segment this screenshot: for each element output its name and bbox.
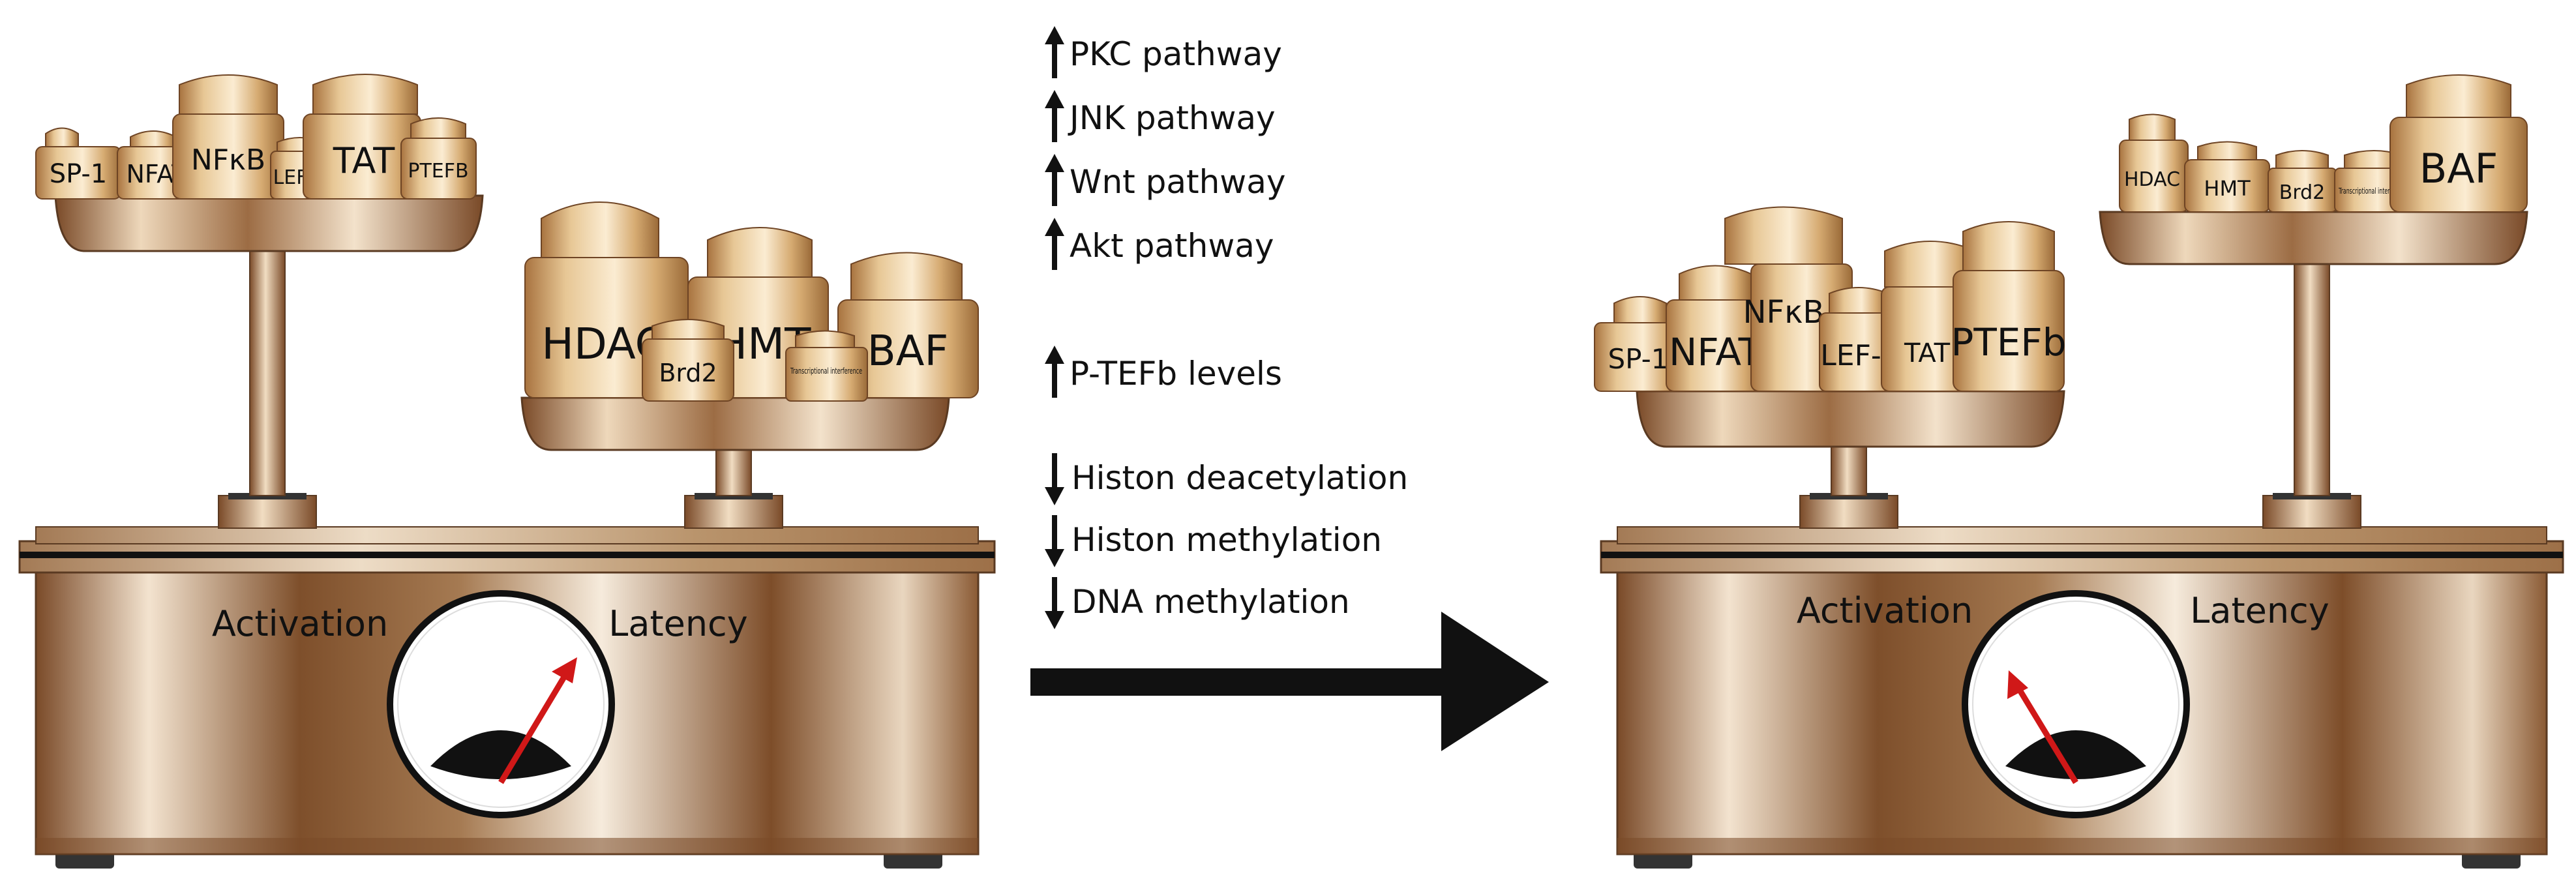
right-scale-activation-pan — [1636, 390, 2065, 448]
left-latency-weights: HDAC HMT BAF Brd2 Transcriptional interf — [524, 201, 979, 402]
decrease-item: Histon methylation — [1045, 515, 1382, 567]
decrease-item: DNA methylation — [1045, 577, 1350, 629]
transition-arrow — [1030, 612, 1549, 751]
left-scale-latency-pan — [520, 396, 950, 451]
svg-text:JNK pathway: JNK pathway — [1068, 99, 1276, 137]
svg-text:BAF: BAF — [867, 327, 949, 376]
weight-sp1: SP-1 — [35, 127, 121, 200]
svg-text:SP-1: SP-1 — [1608, 343, 1669, 375]
right-scale-latency-label: Latency — [2190, 590, 2329, 631]
up-arrow-icon — [1045, 90, 1064, 142]
svg-text:NFκB: NFκB — [191, 143, 265, 177]
svg-text:DNA methylation: DNA methylation — [1071, 583, 1350, 621]
up-arrow-icon — [1045, 346, 1064, 398]
svg-text:Brd2: Brd2 — [659, 359, 717, 387]
svg-text:P-TEFb levels: P-TEFb levels — [1070, 355, 1282, 393]
svg-text:Histon deacetylation: Histon deacetylation — [1071, 459, 1408, 497]
left-scale-activation-label: Activation — [212, 603, 388, 644]
increase-item: PKC pathway — [1045, 26, 1282, 78]
increase-item: Wnt pathway — [1045, 154, 1285, 206]
svg-text:PTEFb: PTEFb — [1951, 320, 2066, 364]
svg-text:PTEFB: PTEFB — [408, 160, 468, 183]
down-arrow-icon — [1045, 515, 1064, 567]
right-scale-latency-pan — [2099, 211, 2528, 265]
weight-brd2: Brd2 — [2268, 150, 2337, 213]
svg-text:TAT: TAT — [1904, 338, 1951, 368]
svg-text:Brd2: Brd2 — [2279, 181, 2326, 204]
up-arrow-icon — [1045, 154, 1064, 206]
svg-text:PKC pathway: PKC pathway — [1070, 35, 1282, 73]
increase-item: P-TEFb levels — [1045, 346, 1282, 398]
right-scale-needle — [2016, 686, 2078, 784]
left-scale-latency-label: Latency — [608, 603, 747, 644]
weight-nfkb: NFκB — [172, 74, 284, 200]
weight-baf: BAF — [837, 252, 979, 398]
weight-ptefb: PTEFb — [1951, 221, 2067, 392]
svg-text:Akt pathway: Akt pathway — [1070, 227, 1274, 265]
weight-hmt: HMT — [2184, 141, 2270, 213]
left-scale-activation-pan — [54, 194, 484, 252]
weight-ptefb: PTEFB — [400, 117, 477, 200]
svg-text:NFκB: NFκB — [1743, 294, 1825, 331]
left-scale: SP-1 NFAT NFκB LEF-1 TAT — [18, 74, 996, 869]
right-scale-activation-label: Activation — [1797, 590, 1973, 631]
right-latency-weights: HDAC HMT Brd2 Transcriptional interferen… — [2119, 74, 2528, 213]
right-activation-weights: SP-1 NFAT NFκB LEF-1 TAT — [1594, 206, 2067, 392]
left-scale-gauge — [387, 590, 615, 818]
svg-text:NFAT: NFAT — [1669, 330, 1762, 374]
up-arrow-icon — [1045, 218, 1064, 270]
weight-transcriptional-interference: Transcriptional interference — [785, 330, 868, 402]
arrow-head-icon — [1441, 612, 1549, 751]
decrease-items: Histon deacetylation Histon methylation … — [1045, 453, 1408, 629]
svg-text:Wnt pathway: Wnt pathway — [1070, 163, 1285, 201]
left-scale-needle — [498, 670, 570, 784]
increase-item: JNK pathway — [1045, 90, 1276, 142]
left-activation-weights: SP-1 NFAT NFκB LEF-1 TAT — [35, 74, 477, 200]
weight-hdac: HDAC — [2119, 113, 2189, 213]
svg-text:TAT: TAT — [333, 140, 396, 181]
increase-item: Akt pathway — [1045, 218, 1274, 270]
decrease-item: Histon deacetylation — [1045, 453, 1408, 505]
weight-baf: BAF — [2389, 74, 2528, 213]
right-scale: SP-1 NFAT NFκB LEF-1 TAT — [1594, 74, 2564, 869]
svg-text:Transcriptional interference: Transcriptional interference — [790, 366, 862, 376]
weight-nfat: NFAT — [1666, 265, 1765, 392]
svg-text:HMT: HMT — [2204, 176, 2251, 201]
right-scale-gauge — [1962, 590, 2190, 818]
up-arrow-icon — [1045, 26, 1064, 78]
weight-tat: TAT — [303, 74, 421, 200]
weight-brd2: Brd2 — [642, 319, 734, 402]
svg-text:HDAC: HDAC — [2124, 168, 2180, 191]
svg-text:BAF: BAF — [2419, 145, 2498, 192]
increase-items: PKC pathway JNK pathway Wnt pathway Akt … — [1045, 26, 1285, 398]
weight-sp1: SP-1 — [1594, 296, 1683, 392]
regulation-list: PKC pathway JNK pathway Wnt pathway Akt … — [1045, 26, 1408, 629]
down-arrow-icon — [1045, 577, 1064, 629]
down-arrow-icon — [1045, 453, 1064, 505]
svg-text:Histon methylation: Histon methylation — [1071, 521, 1382, 559]
svg-text:SP-1: SP-1 — [50, 159, 108, 189]
